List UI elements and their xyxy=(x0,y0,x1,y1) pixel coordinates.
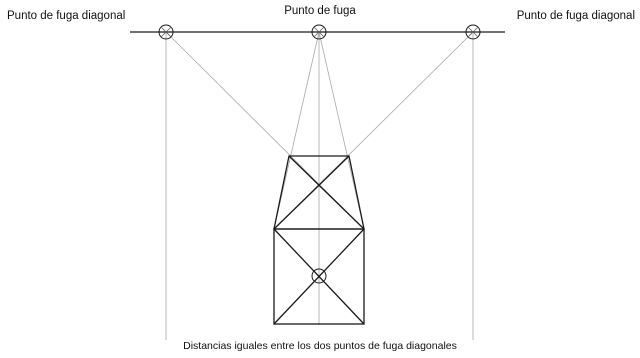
square-center-marker xyxy=(311,268,327,284)
equal-distances-caption: Distancias iguales entre los dos puntos … xyxy=(183,340,457,352)
receding-line-left xyxy=(273,31,320,230)
right-diagonal-vanishing-point-label: Punto de fuga diagonal xyxy=(516,10,635,22)
left-diagonal-vanishing-point-label: Punto de fuga diagonal xyxy=(7,10,126,22)
center-vanishing-point-label: Punto de fuga xyxy=(284,5,356,17)
right-diagonal-vanishing-point-marker xyxy=(465,24,481,40)
square-diagonal-b xyxy=(273,228,365,325)
center-vanishing-point-marker xyxy=(311,24,327,40)
left-diagonal-vanishing-point-marker xyxy=(158,24,174,40)
trapezoid-diagonal-b xyxy=(273,155,350,230)
trapezoid-diagonal-a xyxy=(288,155,365,230)
receding-line-right xyxy=(318,31,365,230)
front-square xyxy=(273,228,365,325)
